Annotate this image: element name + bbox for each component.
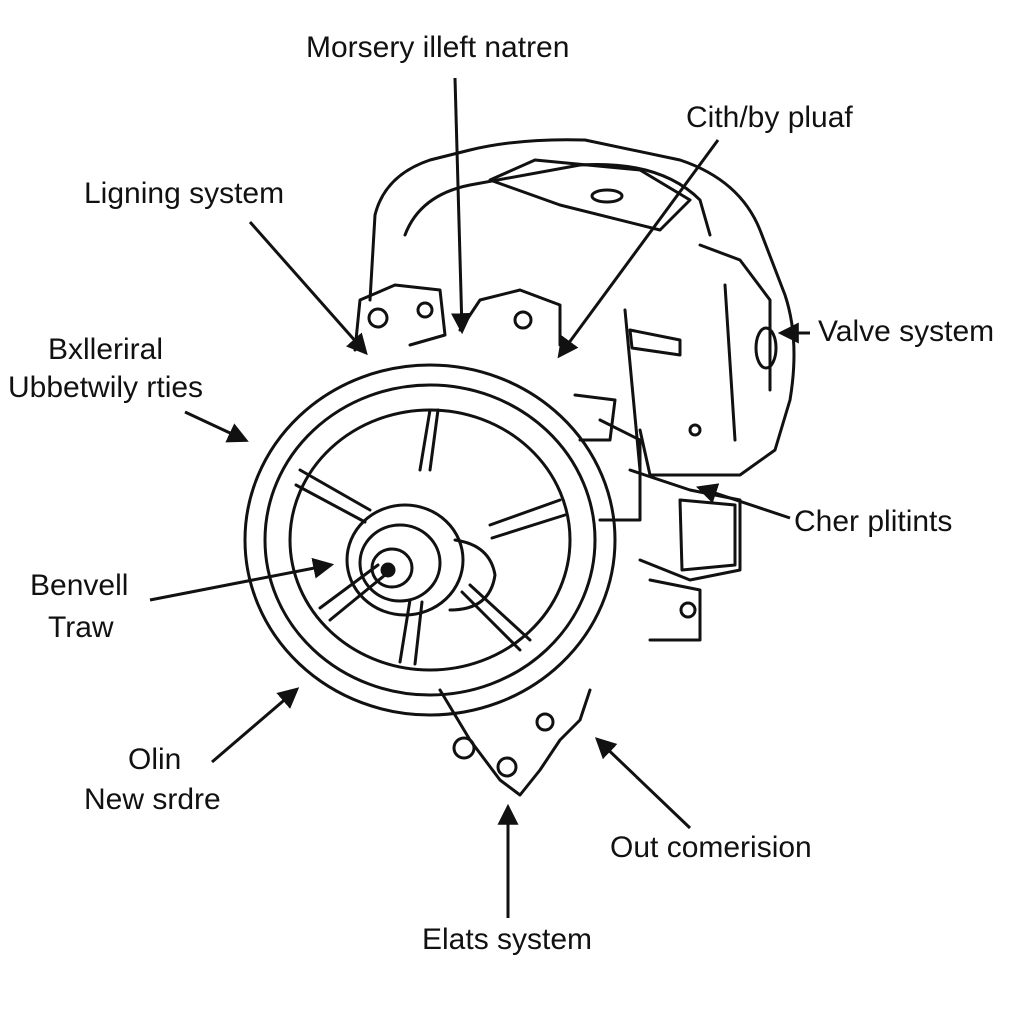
- label-right-b: Cher plitints: [794, 505, 953, 538]
- label-top-right: Cith/by pluaf: [686, 101, 853, 134]
- leader-lower-right: [594, 737, 692, 830]
- label-left-b-line1: Benvell: [30, 569, 129, 602]
- side-components: [438, 393, 742, 797]
- mount-bracket: [353, 283, 562, 352]
- label-lower-right: Out comerision: [610, 831, 812, 864]
- leader-top-center: [451, 77, 473, 335]
- leader-top-right: [557, 139, 720, 359]
- leader-left-a: [184, 410, 249, 443]
- flywheel: [243, 363, 617, 717]
- label-top-center: Morsery illeft natren: [306, 31, 570, 64]
- label-upper-left: Ligning system: [84, 177, 285, 210]
- label-bottom: Elats system: [422, 923, 593, 956]
- leader-right-b: [696, 483, 791, 520]
- label-left-b-line2: Traw: [48, 611, 114, 644]
- leader-left-b: [149, 557, 335, 602]
- label-lower-left-line1: Olin: [128, 743, 182, 776]
- label-right-a: Valve system: [818, 315, 995, 348]
- label-left-a-line2: Ubbetwily rties: [8, 371, 204, 404]
- leader-lines: [149, 77, 810, 918]
- flywheel-hub: [345, 503, 497, 617]
- leader-upper-left: [248, 221, 368, 356]
- label-lower-left-line2: New srdre: [84, 783, 221, 816]
- label-left-a-line1: Bxlleriral: [48, 333, 164, 366]
- engine-housing: [368, 138, 796, 477]
- leader-lower-left: [211, 687, 300, 764]
